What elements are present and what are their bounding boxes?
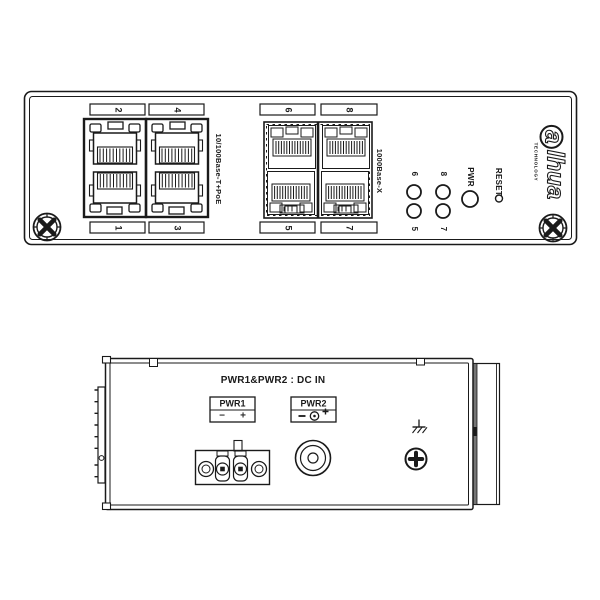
pwr-led xyxy=(461,190,479,208)
screw-icon xyxy=(404,447,428,471)
port-label-5: 5 xyxy=(283,224,293,231)
pwr1-plus-symbol: + xyxy=(240,410,246,422)
front-panel-outline xyxy=(23,90,578,246)
reset-label: RESET xyxy=(494,167,503,197)
brand-tagline: TECHNOLOGY xyxy=(534,142,539,182)
dahua-logo: alhua TECHNOLOGY xyxy=(534,124,569,200)
port-label-7: 7 xyxy=(344,224,355,231)
port-label-boxes xyxy=(89,103,378,234)
dahua-wordmark: alhua xyxy=(539,124,569,200)
port-label-2: 2 xyxy=(113,106,123,113)
port-label-1: 1 xyxy=(113,224,123,231)
pwr2-polarity-icon xyxy=(298,408,329,421)
sfp-speed-label: 1000Base-X xyxy=(374,148,384,194)
side-bracket xyxy=(472,362,501,506)
reset-pinhole xyxy=(494,194,504,203)
led-label-6: 6 xyxy=(410,171,419,177)
rj45-port-block xyxy=(82,117,210,219)
ground-icon xyxy=(412,419,428,434)
port-label-6: 6 xyxy=(283,106,293,113)
pwr1-minus-symbol: − xyxy=(219,410,225,422)
pwr2-label: PWR2 xyxy=(300,398,327,408)
port-label-8: 8 xyxy=(344,106,355,113)
rj45-speed-label: 10/100Base-T+PoE xyxy=(213,133,223,205)
sfp-port-block xyxy=(263,121,373,219)
terminal-block xyxy=(194,439,271,486)
pwr-label-boxes xyxy=(209,396,337,423)
logo-circle-a: a xyxy=(539,124,567,149)
din-rail-strip xyxy=(94,386,106,484)
led-grid xyxy=(406,184,451,219)
pwr1-label: PWR1 xyxy=(219,398,246,408)
led-label-8: 8 xyxy=(439,171,448,177)
logo-text: lhua xyxy=(541,149,569,200)
pwr-label: PWR xyxy=(466,167,475,187)
port-label-4: 4 xyxy=(172,106,182,113)
led-label-7: 7 xyxy=(439,226,448,231)
port-label-3: 3 xyxy=(172,224,182,231)
dc-jack xyxy=(294,439,332,477)
front-panel: 2 4 1 3 6 8 5 7 10/100Base-T+PoE 1000Bas… xyxy=(24,91,577,245)
led-label-5: 5 xyxy=(410,226,419,231)
power-title: PWR1&PWR2 : DC IN xyxy=(220,375,326,386)
power-panel: PWR1&PWR2 : DC IN PWR1 PWR2 − + xyxy=(98,356,500,512)
